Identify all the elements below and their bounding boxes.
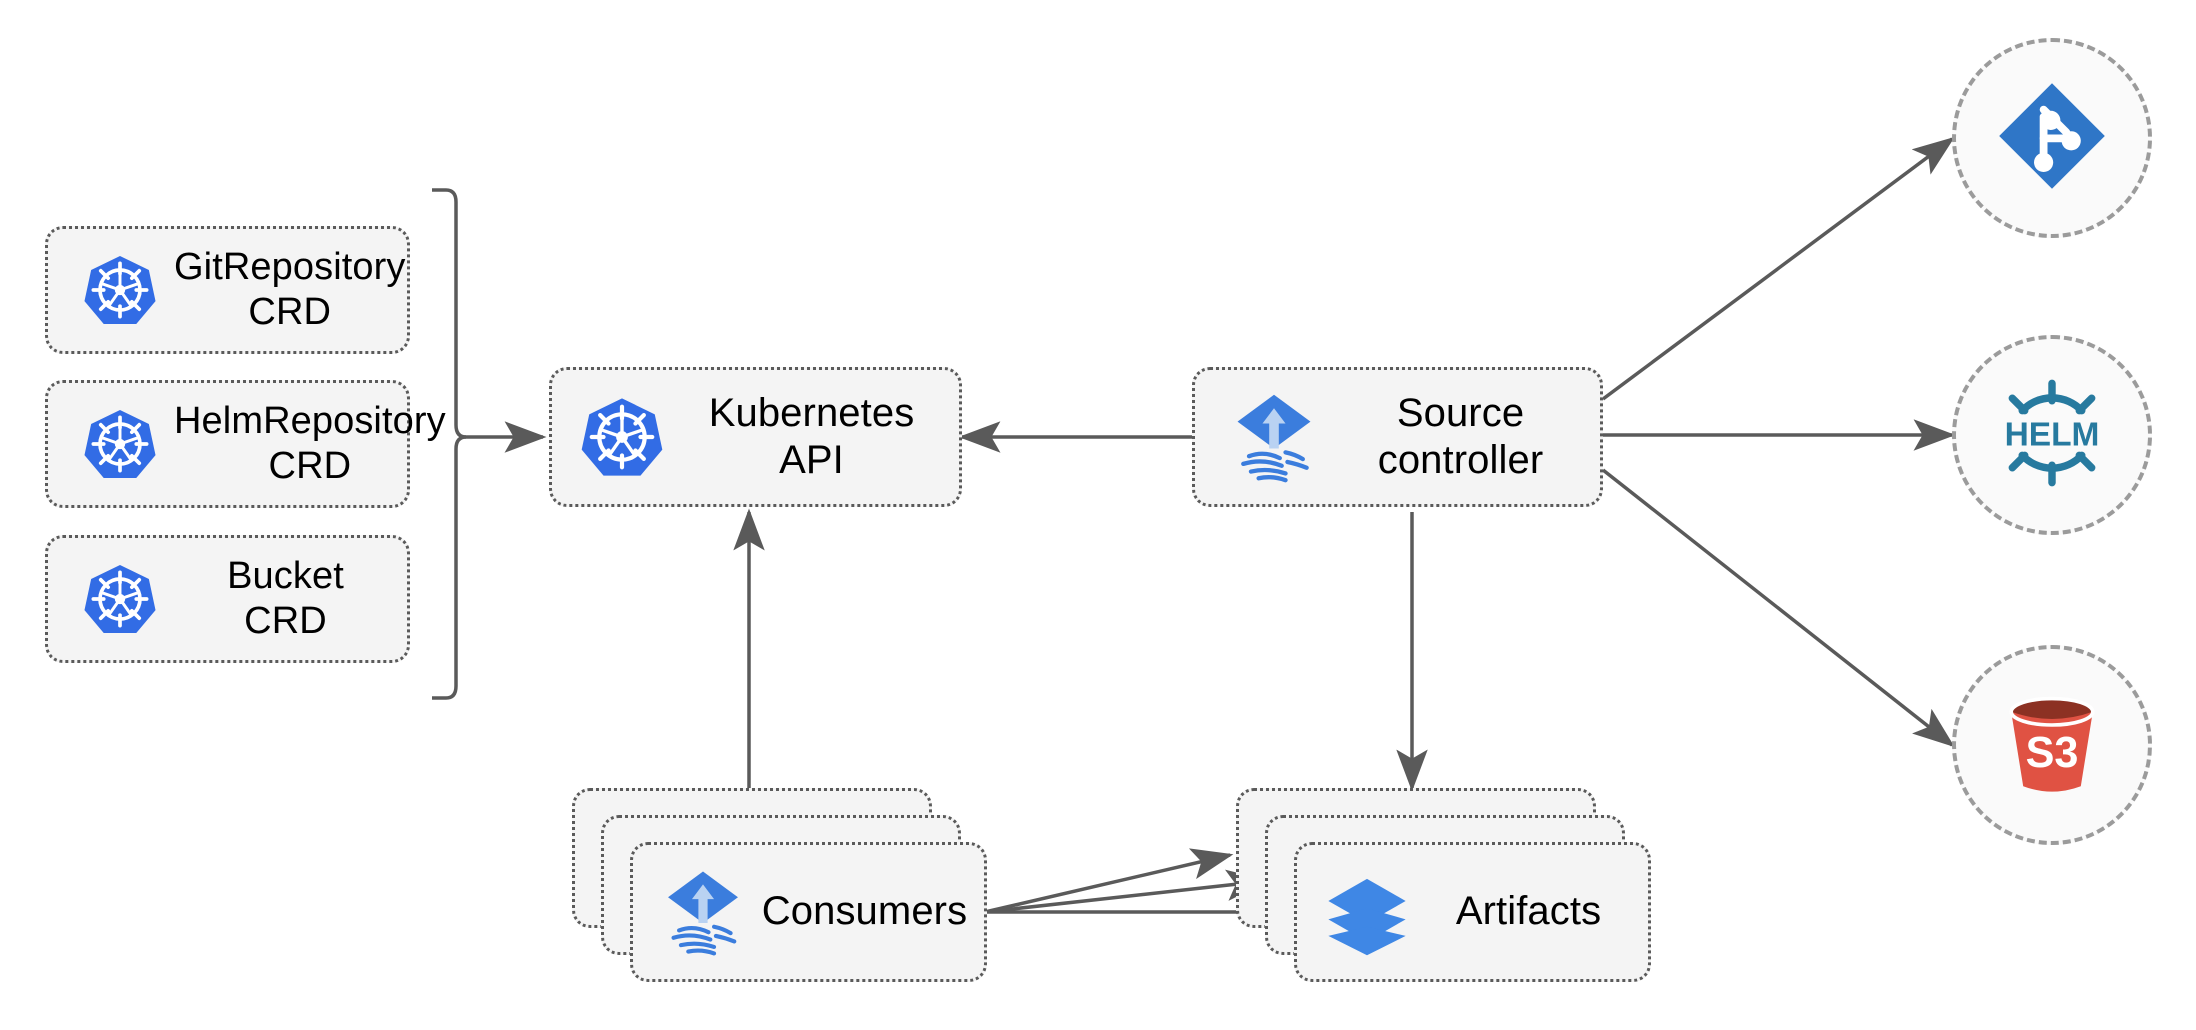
node-label: Artifacts [1455, 889, 1602, 934]
kubernetes-icon [66, 562, 174, 636]
node-s3-source[interactable]: S3 [1952, 645, 2152, 845]
s3-label: S3 [2026, 729, 2079, 777]
node-label: HelmRepository CRD [174, 400, 446, 487]
node-helmrepository-crd[interactable]: HelmRepository CRD [45, 380, 446, 508]
kubernetes-icon [66, 407, 174, 481]
git-icon [1992, 76, 2112, 201]
node-source-controller[interactable]: Source controller [1192, 367, 1603, 507]
edge-source-controller-to-s3 [1601, 468, 1955, 748]
node-helm-source[interactable]: HELM [1952, 335, 2152, 535]
node-label: Bucket CRD [227, 555, 344, 642]
node-label: Consumers [761, 889, 968, 934]
node-gitrepository-crd[interactable]: GitRepository CRD [45, 226, 410, 354]
node-label: GitRepository CRD [174, 246, 406, 333]
edge-source-controller-to-git [1601, 136, 1955, 401]
node-bucket-crd[interactable]: Bucket CRD [45, 535, 410, 663]
kubernetes-icon [66, 253, 174, 327]
node-artifacts[interactable]: Artifacts [1294, 842, 1651, 982]
s3-icon: S3 [1992, 683, 2112, 808]
helm-label: HELM [2005, 416, 2100, 453]
kubernetes-icon [570, 395, 674, 479]
node-consumers[interactable]: Consumers [630, 842, 987, 982]
flux-icon [651, 866, 755, 958]
edge-consumers-to-artifacts-back [984, 848, 1234, 914]
edge-consumers-to-artifacts-middle [984, 869, 1269, 914]
helm-icon: HELM [1990, 371, 2114, 500]
flux-icon [1217, 389, 1331, 485]
node-label: Source controller [1377, 390, 1544, 482]
node-kubernetes-api[interactable]: Kubernetes API [549, 367, 962, 507]
node-label: Kubernetes API [708, 390, 915, 482]
node-git-source[interactable] [1952, 38, 2152, 238]
layers-icon [1315, 866, 1419, 958]
